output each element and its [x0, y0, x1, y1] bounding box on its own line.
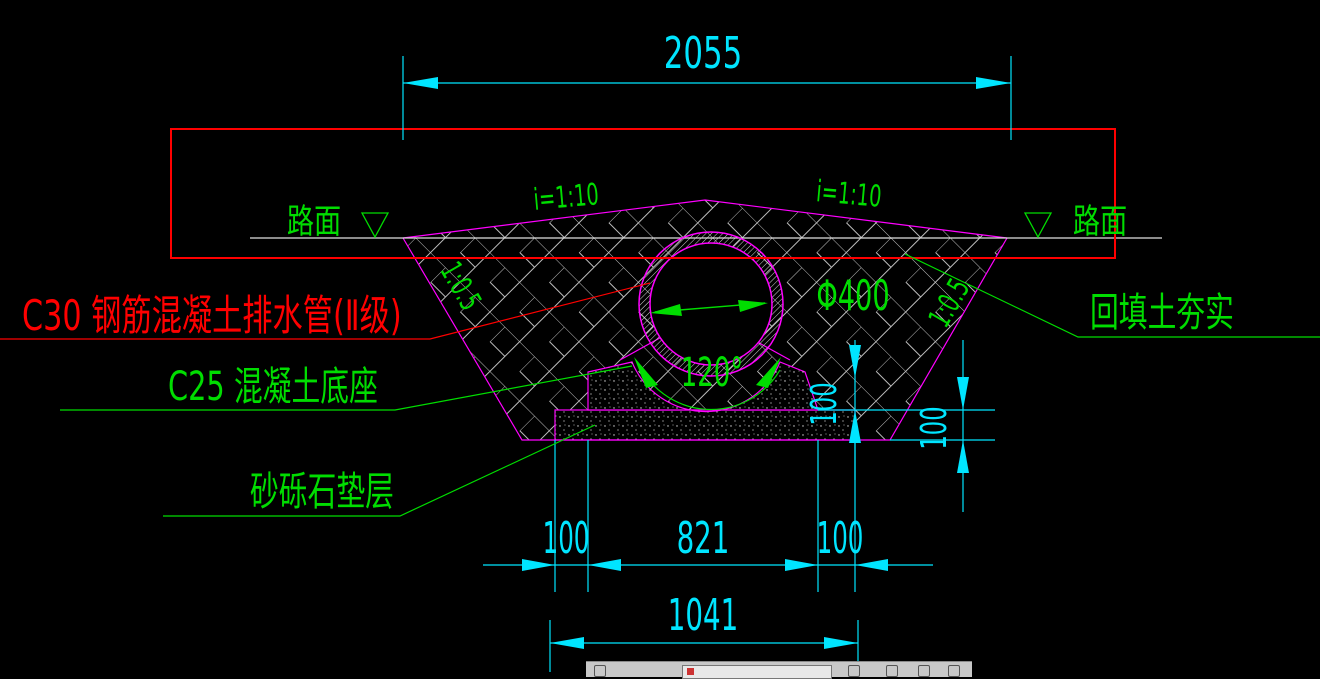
layout-tab-icon: [687, 668, 694, 675]
dim-bottom-width: 1041: [668, 589, 738, 640]
leader-backfill: [904, 253, 1320, 338]
angle-marker: [634, 357, 781, 411]
dim-bottom-row: [483, 440, 933, 592]
dim-bottom-total: [549, 620, 859, 672]
leader-base: [60, 365, 633, 411]
slope-road-right: i=1:10: [815, 175, 883, 215]
label-road-left: 路面: [287, 202, 341, 242]
level-marker-right-icon: [1023, 212, 1053, 239]
angle-text: 120°: [681, 350, 743, 396]
label-road-right: 路面: [1073, 202, 1127, 242]
dim-base-height-text: 100: [804, 382, 846, 425]
dim-side-right: 100: [817, 512, 864, 564]
orbit-icon[interactable]: [918, 665, 930, 677]
drain-pipe: [638, 231, 784, 377]
dim-base-height: [818, 340, 890, 480]
base-speckle: [588, 362, 818, 412]
level-marker-left-icon: [360, 212, 390, 239]
label-backfill: 回填土夯实: [1090, 290, 1234, 336]
view-icon[interactable]: [594, 665, 606, 677]
leader-pipe: [0, 282, 651, 340]
settings-icon[interactable]: [948, 665, 960, 677]
pan-icon[interactable]: [848, 665, 860, 677]
leader-cushion: [163, 424, 596, 517]
dim-cushion-height-text: 100: [914, 406, 956, 449]
dim-cushion-height: [890, 340, 995, 512]
dim-top: [402, 56, 1012, 140]
pipe-diameter-marker: [650, 300, 768, 316]
dim-side-left: 100: [543, 512, 590, 564]
cushion-speckle: [555, 410, 855, 440]
dim-top-width: 2055: [664, 28, 743, 79]
label-cushion: 砂砾石垫层: [250, 469, 394, 515]
label-base: C25 混凝土底座: [168, 364, 378, 410]
pipe-diameter-text: Φ400: [816, 271, 889, 320]
highlight-box: [170, 128, 1116, 259]
slope-road-left: i=1:10: [532, 178, 600, 218]
layout-tab[interactable]: [682, 665, 832, 679]
label-pipe: C30 钢筋混凝土排水管(Ⅱ级): [22, 291, 402, 340]
zoom-icon[interactable]: [886, 665, 898, 677]
status-bar: [586, 661, 972, 679]
dim-base-width: 821: [677, 512, 730, 563]
